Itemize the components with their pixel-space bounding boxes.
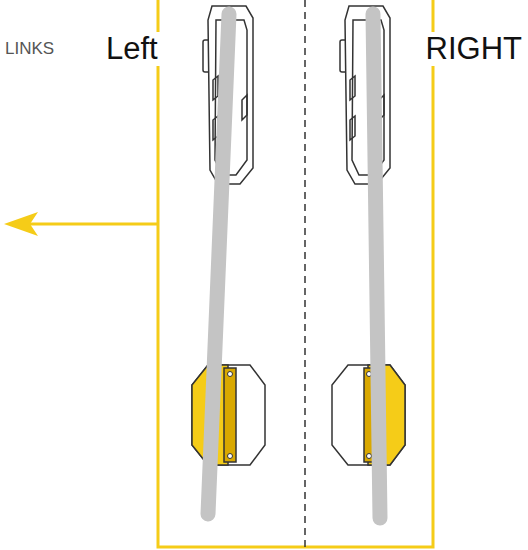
- right-strap: [373, 14, 380, 518]
- side-label: Left: [104, 32, 160, 66]
- right-clip: [340, 6, 390, 184]
- yellow-frame: [30, 0, 433, 547]
- side-label: RIGHT: [424, 32, 524, 66]
- left-strap: [208, 14, 229, 514]
- right-anchor-plate: [332, 365, 405, 465]
- left-anchor-plate: [192, 365, 265, 465]
- language-label: LINKS: [3, 40, 56, 59]
- center-dashed-line: [304, 0, 306, 547]
- arrow-head: [4, 212, 38, 236]
